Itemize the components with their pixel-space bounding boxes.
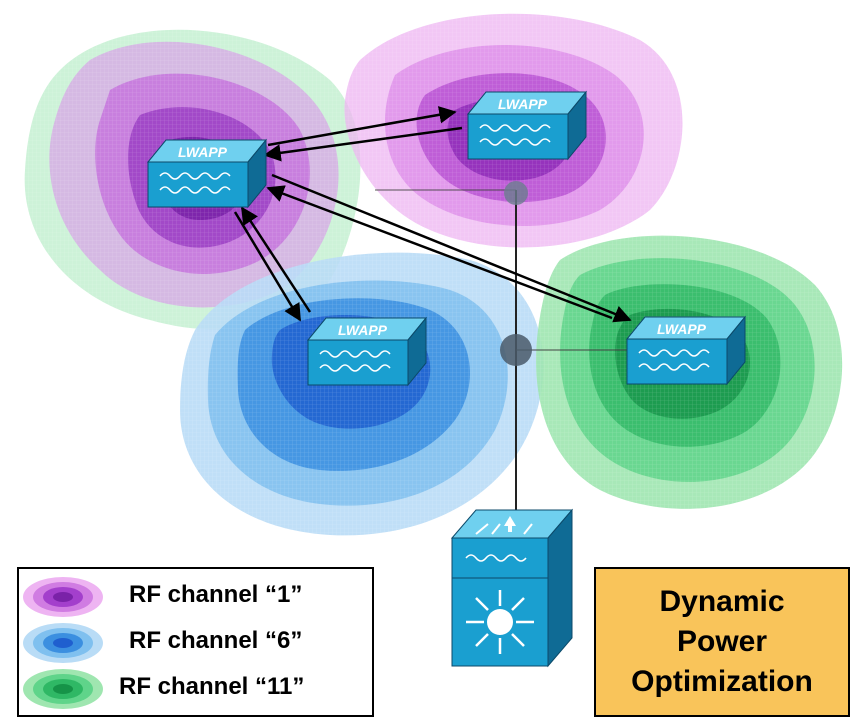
grid-texture — [0, 0, 863, 560]
network-nodes — [500, 181, 532, 366]
ap-right: LWAPP — [625, 315, 747, 386]
ap-label: LWAPP — [338, 322, 388, 338]
coverage-swatch-icon — [23, 669, 103, 709]
antenna-wave-icon — [638, 349, 710, 371]
arrow — [267, 106, 457, 147]
arrow — [233, 211, 302, 322]
callout-line-2: Power — [676, 625, 768, 658]
ap-label: LWAPP — [178, 144, 228, 160]
legend-label: RF channel “11” — [119, 673, 305, 700]
antenna-wave-icon — [479, 124, 551, 146]
legend: RF channel “1” RF channel “6” RF channel… — [17, 567, 374, 717]
neighbor-arrows — [233, 106, 632, 323]
wlan-controller-icon — [450, 508, 574, 668]
junction-node — [504, 181, 528, 205]
legend-item-channel-11: RF channel “11” — [19, 667, 374, 711]
arrow — [263, 126, 463, 162]
legend-label: RF channel “1” — [129, 581, 303, 608]
callout-line-1: Dynamic — [659, 585, 785, 618]
ap-label: LWAPP — [498, 96, 548, 112]
antenna-wave-icon — [465, 554, 527, 562]
callout-box: Dynamic Power Optimization — [594, 567, 850, 717]
ap-top-left: LWAPP — [146, 138, 268, 209]
coverage-swatch-icon — [23, 577, 103, 617]
legend-item-channel-6: RF channel “6” — [19, 621, 374, 665]
legend-label: RF channel “6” — [129, 627, 303, 654]
coverage-swatch-icon — [23, 623, 103, 663]
legend-item-channel-1: RF channel “1” — [19, 575, 374, 619]
coverage-cells — [0, 0, 863, 560]
arrow — [266, 185, 613, 320]
arrow — [240, 206, 312, 313]
ap-label: LWAPP — [657, 321, 707, 337]
callout-line-3: Optimization — [631, 665, 813, 698]
upload-arrows-icon — [475, 516, 533, 535]
switching-hub-icon — [466, 590, 534, 654]
ap-bottom-left: LWAPP — [306, 316, 428, 387]
antenna-wave-icon — [159, 172, 231, 194]
arrow — [271, 173, 632, 323]
ap-top-right: LWAPP — [466, 90, 588, 161]
antenna-wave-icon — [319, 350, 391, 372]
junction-node — [500, 334, 532, 366]
